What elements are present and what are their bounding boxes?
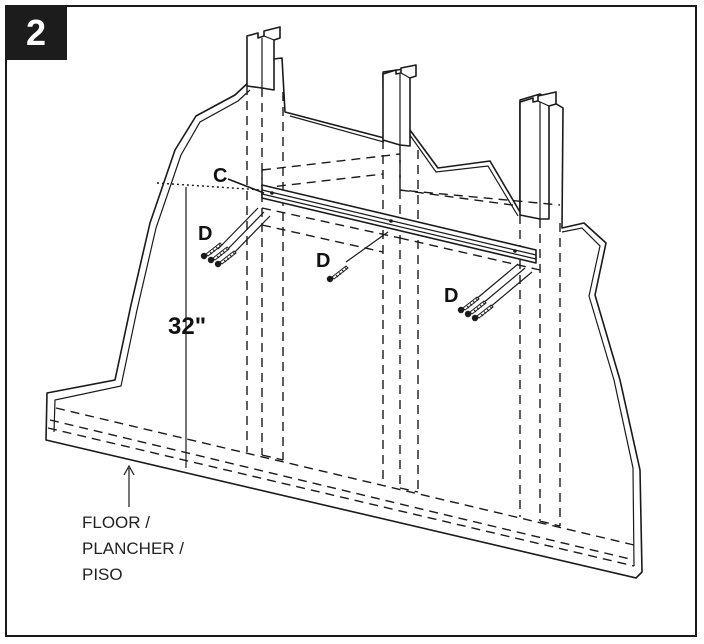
stud-center [382,140,419,493]
blocking [261,153,561,207]
floor-label-line1: FLOOR / [82,513,150,532]
stud-top-right [519,91,557,220]
stud-top-left [246,26,281,91]
figure-frame [5,5,697,637]
arrow-up-icon [123,464,135,507]
floor-label-line3: PISO [82,565,123,584]
floor-label-line2: PLANCHER / [82,539,184,558]
wall-outline-inner [53,89,635,567]
screw-icon [214,250,237,268]
screw-label-left: D [198,223,212,245]
stud-right [519,215,561,527]
hidden-lines [261,207,541,271]
bracket-label: C [213,165,227,187]
stud-left [246,86,284,461]
height-label: 32" [168,313,206,340]
bottom-plate [47,407,635,567]
step-number-badge: 2 [5,5,67,60]
screw-label-right: D [444,285,458,307]
screw-icon [471,304,494,322]
mounting-bracket [261,184,537,264]
screw-label-center: D [316,250,330,272]
